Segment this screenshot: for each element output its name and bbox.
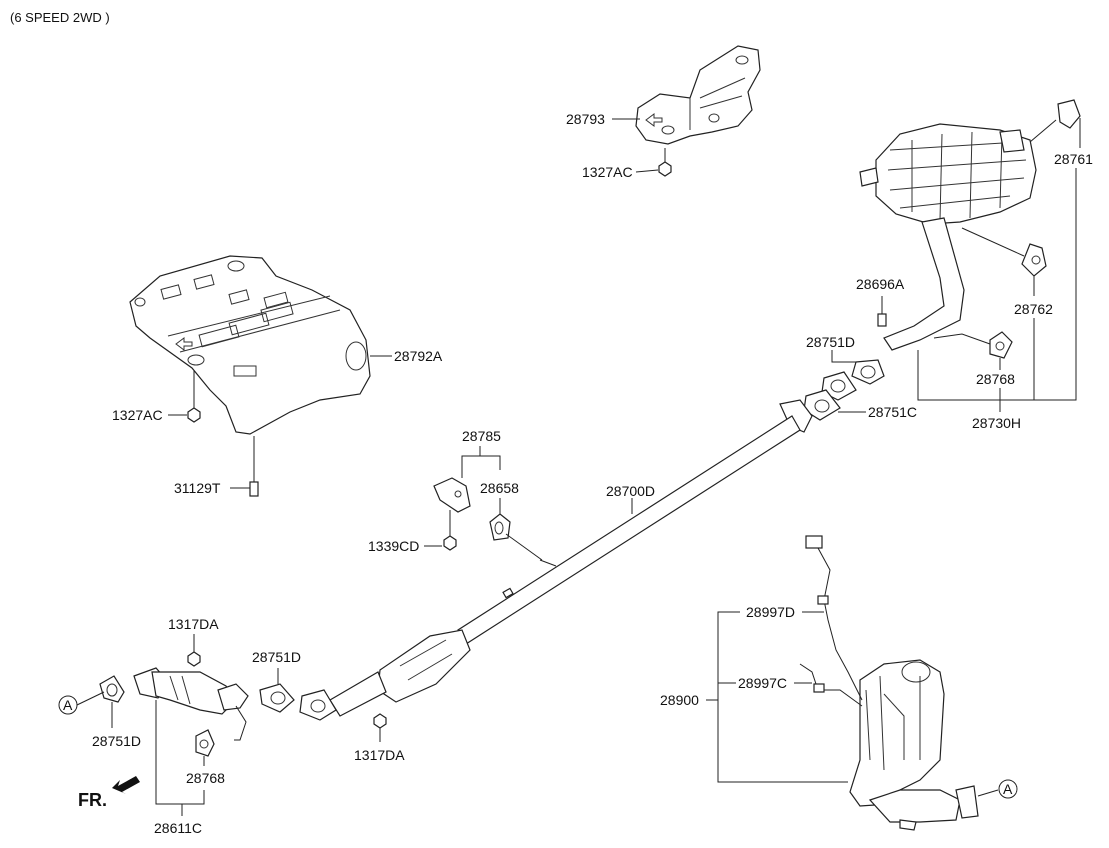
heat-protector-main xyxy=(129,255,371,435)
hanger-rubber-28768-top xyxy=(933,331,1013,359)
nut-1317da-top xyxy=(187,634,201,667)
center-pipe xyxy=(299,399,813,721)
gasket-28751d-bottom xyxy=(99,675,125,703)
label-28768-top: 28768 xyxy=(976,371,1015,387)
label-1317da-bottom: 1317DA xyxy=(354,747,405,763)
bolt-28696a xyxy=(877,296,887,327)
label-31129t: 31129T xyxy=(174,480,221,496)
label-28761: 28761 xyxy=(1054,151,1093,167)
label-28997d: 28997D xyxy=(746,604,795,620)
label-28997c: 28997C xyxy=(738,675,787,691)
hanger-rubber-28768-bottom xyxy=(195,729,215,757)
label-28751c: 28751C xyxy=(868,404,917,420)
label-28730h: 28730H xyxy=(972,415,1021,431)
front-pipe xyxy=(133,667,249,741)
nut-1317da-bottom xyxy=(373,713,387,742)
hanger-bracket-28785 xyxy=(433,477,471,551)
label-28611c: 28611C xyxy=(154,820,202,836)
front-direction-indicator: FR. xyxy=(78,776,140,810)
label-1317da-top: 1317DA xyxy=(168,616,219,632)
gasket-28751d-mid xyxy=(259,683,295,713)
sensor-wire-28997d xyxy=(805,535,863,701)
gasket-28751d-top xyxy=(821,371,857,401)
label-28900: 28900 xyxy=(660,692,699,708)
label-1327ac-left: 1327AC xyxy=(112,407,163,423)
bolt-31129t xyxy=(249,436,259,497)
sensor-wire-28997c xyxy=(799,663,863,707)
label-28751d-bottom: 28751D xyxy=(92,733,141,749)
reference-a-left: A xyxy=(58,691,105,715)
nut-1327ac-top xyxy=(658,148,672,177)
label-28793: 28793 xyxy=(566,111,605,127)
label-28785: 28785 xyxy=(462,428,501,444)
hanger-28761 xyxy=(1029,99,1081,143)
label-28768-bottom: 28768 xyxy=(186,770,225,786)
heat-protector-upper xyxy=(635,45,761,145)
hanger-rubber-28658 xyxy=(489,513,543,561)
svg-text:A: A xyxy=(1003,781,1013,797)
catalytic-converter xyxy=(849,659,979,831)
label-1327ac-top: 1327AC xyxy=(582,164,633,180)
reference-a-right: A xyxy=(977,779,1018,799)
rear-muffler xyxy=(859,123,1037,351)
label-28792a: 28792A xyxy=(394,348,443,364)
svg-text:FR.: FR. xyxy=(78,790,107,810)
label-28751d-mid: 28751D xyxy=(252,649,301,665)
label-28762: 28762 xyxy=(1014,301,1053,317)
label-28696a: 28696A xyxy=(856,276,905,292)
label-28751d-top: 28751D xyxy=(806,334,855,350)
nut-1327ac-left xyxy=(187,370,201,423)
diagram-header: (6 SPEED 2WD ) xyxy=(10,10,110,25)
label-1339cd: 1339CD xyxy=(368,538,419,554)
label-28700d: 28700D xyxy=(606,483,655,499)
hanger-rubber-28762 xyxy=(961,227,1047,277)
rear-flange xyxy=(851,359,885,385)
svg-text:A: A xyxy=(63,697,73,713)
label-28658: 28658 xyxy=(480,480,519,496)
